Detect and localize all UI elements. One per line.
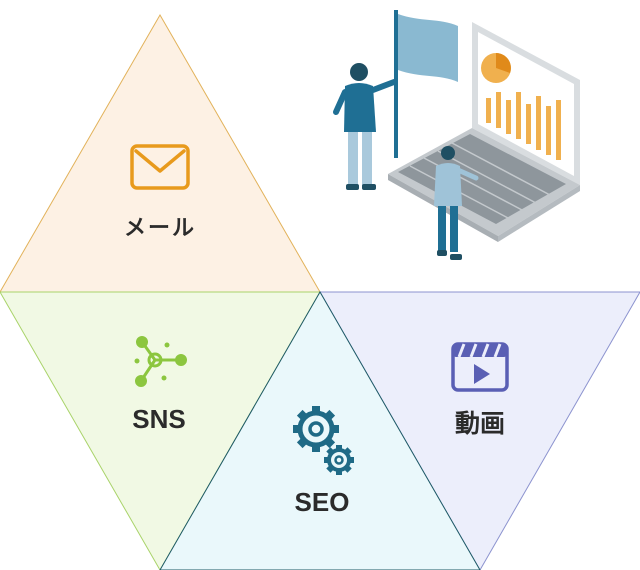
seo-label: SEO: [294, 487, 350, 517]
sns-label: SNS: [132, 404, 186, 434]
envelope-icon: [130, 144, 190, 190]
marketing-team-illustration: [333, 10, 580, 260]
video-label: 動画: [454, 409, 506, 438]
mail-segment: [0, 14, 321, 293]
video-player-icon: [451, 342, 509, 392]
mail-label: メール: [123, 216, 197, 241]
network-nodes-icon: [134, 336, 187, 387]
